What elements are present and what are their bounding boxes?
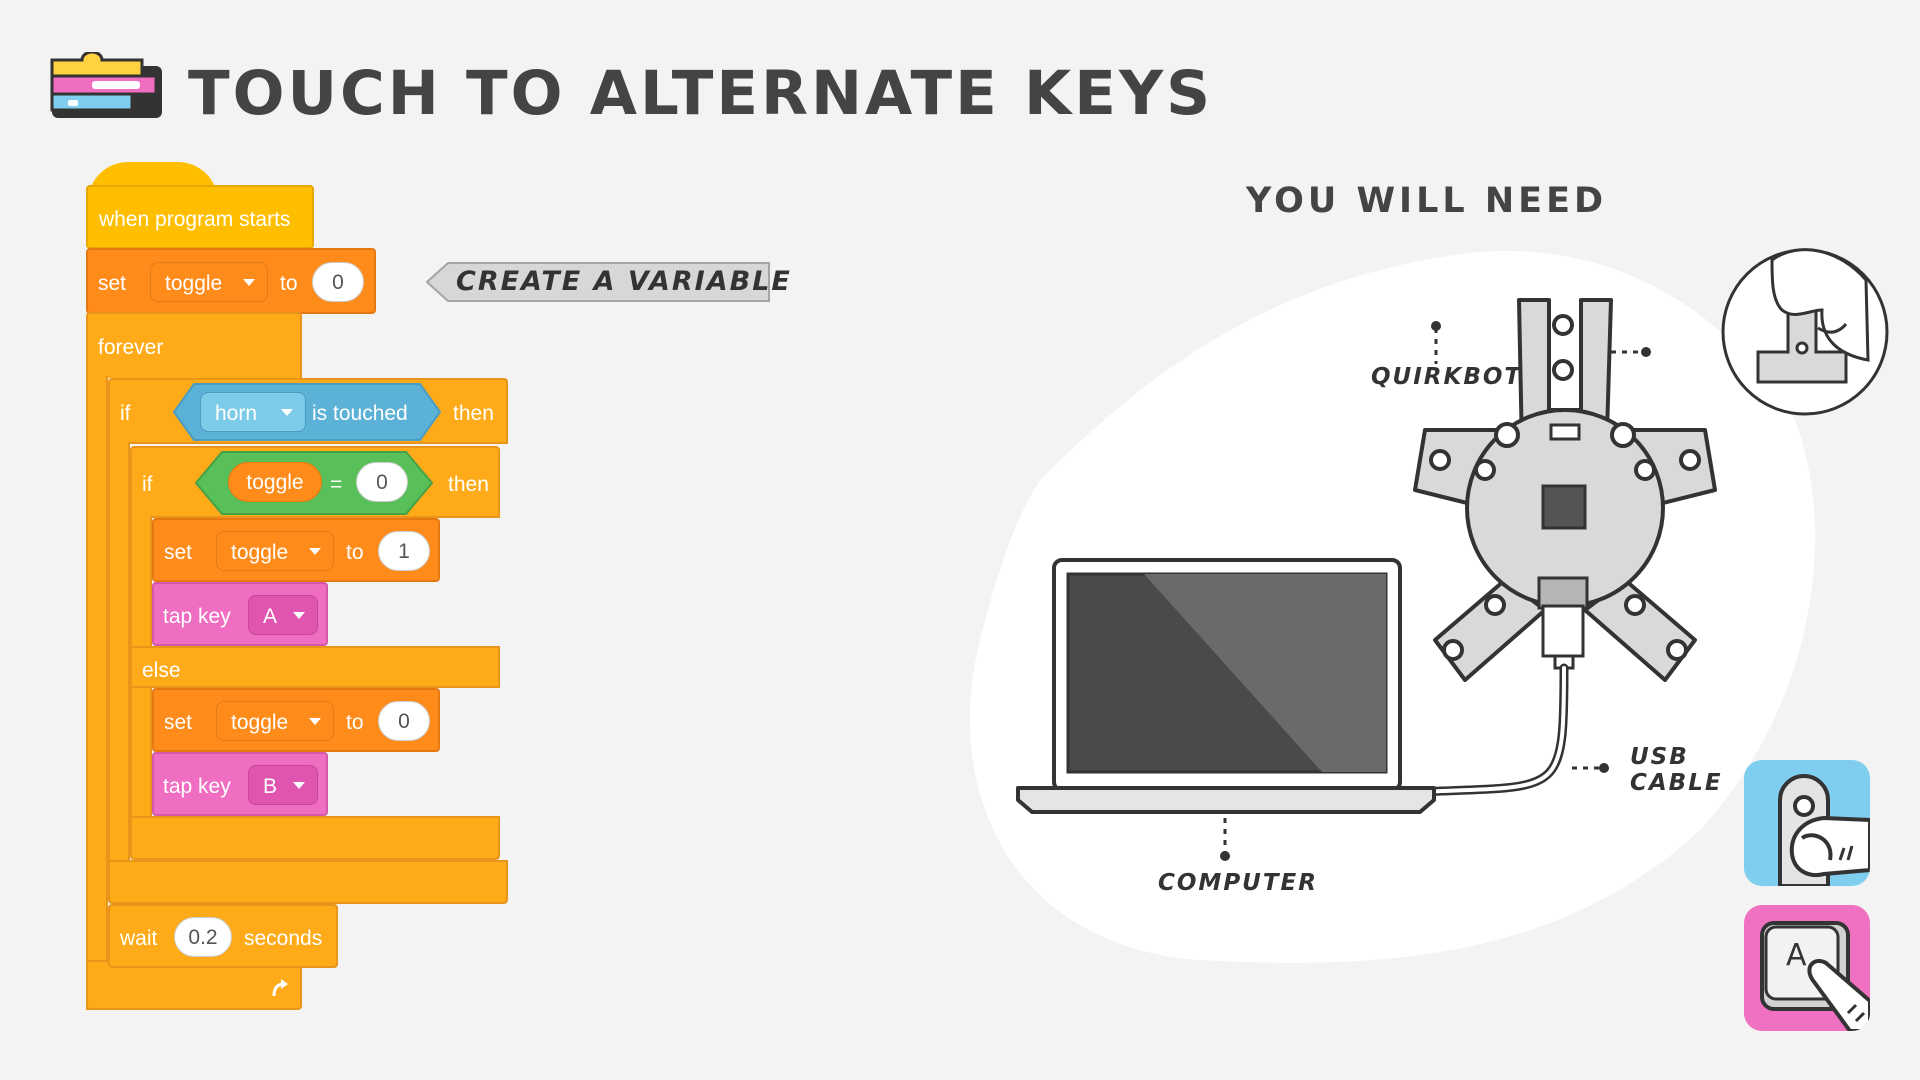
else-block: else	[130, 646, 500, 688]
forever-label: forever	[98, 336, 164, 359]
touch-sensor-icon	[1744, 760, 1870, 886]
page-title: TOUCH TO ALTERNATE KEYS	[188, 58, 1214, 129]
chevron-down-icon	[293, 612, 305, 619]
sensor-dropdown[interactable]: horn	[200, 392, 306, 432]
tap-key-block[interactable]: tap key A	[152, 582, 328, 646]
if-touched-arm	[108, 442, 130, 860]
forever-loop-arrow-icon	[272, 979, 288, 997]
chevron-down-icon	[293, 782, 305, 789]
if-toggle-equals-block[interactable]: if toggle = 0 then	[130, 446, 500, 518]
is-touched-label: is touched	[312, 402, 408, 425]
set-label: set	[164, 711, 193, 734]
key-letter: A	[1786, 938, 1807, 973]
if-toggle-foot	[130, 816, 500, 860]
if-label: if	[142, 473, 153, 496]
create-variable-callout: CREATE A VARIABLE	[456, 266, 792, 297]
else-label: else	[142, 659, 181, 682]
tap-key-label: tap key	[163, 605, 231, 628]
computer-label: COMPUTER	[1158, 870, 1318, 896]
laptop-computer	[1016, 558, 1436, 814]
you-will-need-heading: YOU WILL NEED	[1246, 181, 1608, 221]
to-label: to	[346, 711, 364, 734]
variable-dropdown[interactable]: toggle	[216, 701, 334, 741]
toggle-reporter[interactable]: toggle	[228, 462, 322, 502]
variable-name: toggle	[165, 272, 223, 295]
quirkbot-board	[1413, 298, 1717, 682]
forever-block-foot	[86, 960, 302, 1010]
set-label: set	[164, 541, 193, 564]
callout-arrow-shape	[426, 262, 770, 302]
variable-name: toggle	[231, 541, 289, 564]
variable-name: toggle	[231, 711, 289, 734]
if-label: if	[120, 402, 131, 425]
key-dropdown[interactable]: B	[248, 765, 318, 805]
sensor-name: horn	[215, 402, 258, 425]
variable-dropdown[interactable]: toggle	[150, 262, 268, 302]
to-label: to	[346, 541, 364, 564]
chevron-down-icon	[243, 279, 255, 286]
variable-dropdown[interactable]: toggle	[216, 531, 334, 571]
forever-block-arm	[86, 376, 108, 1010]
then-label: then	[448, 473, 489, 496]
set-toggle-block[interactable]: set toggle to 1	[152, 518, 440, 582]
when-program-starts-label: when program starts	[99, 208, 291, 231]
wait-seconds-input[interactable]: 0.2	[174, 917, 232, 957]
seconds-label: seconds	[244, 927, 323, 950]
tap-key-label: tap key	[163, 775, 231, 798]
wait-label: wait	[120, 927, 158, 950]
hardware-illustration	[969, 248, 1889, 963]
equals-operator: =	[330, 473, 343, 496]
key-name: A	[263, 605, 278, 628]
zoom-touch-detail	[1721, 248, 1889, 416]
chevron-down-icon	[281, 409, 293, 416]
chevron-down-icon	[309, 718, 321, 725]
set-toggle-block[interactable]: set toggle to 0	[86, 248, 376, 314]
keyboard-key-icon: A	[1744, 905, 1870, 1031]
if-touched-foot	[108, 860, 508, 904]
forever-block[interactable]: forever	[86, 312, 302, 378]
value-input[interactable]: 0	[312, 262, 364, 302]
value-input[interactable]: 0	[378, 701, 430, 741]
wait-block[interactable]: wait 0.2 seconds	[108, 904, 338, 968]
quirkbot-label: QUIRKBOT	[1371, 364, 1523, 390]
key-name: B	[263, 775, 278, 798]
key-dropdown[interactable]: A	[248, 595, 318, 635]
blocks-logo-icon	[50, 52, 162, 118]
tap-key-block[interactable]: tap key B	[152, 752, 328, 816]
then-label: then	[453, 402, 494, 425]
chevron-down-icon	[309, 548, 321, 555]
usb-cable-label-line1: USB	[1630, 744, 1689, 770]
to-label: to	[280, 272, 298, 295]
set-toggle-block[interactable]: set toggle to 0	[152, 688, 440, 752]
when-program-starts-block[interactable]: when program starts	[86, 185, 314, 249]
if-touched-block[interactable]: if horn is touched then	[108, 378, 508, 444]
usb-cable-label-line2: CABLE	[1630, 770, 1723, 796]
value-input[interactable]: 1	[378, 531, 430, 571]
set-label: set	[98, 272, 127, 295]
compare-value-input[interactable]: 0	[356, 462, 408, 502]
